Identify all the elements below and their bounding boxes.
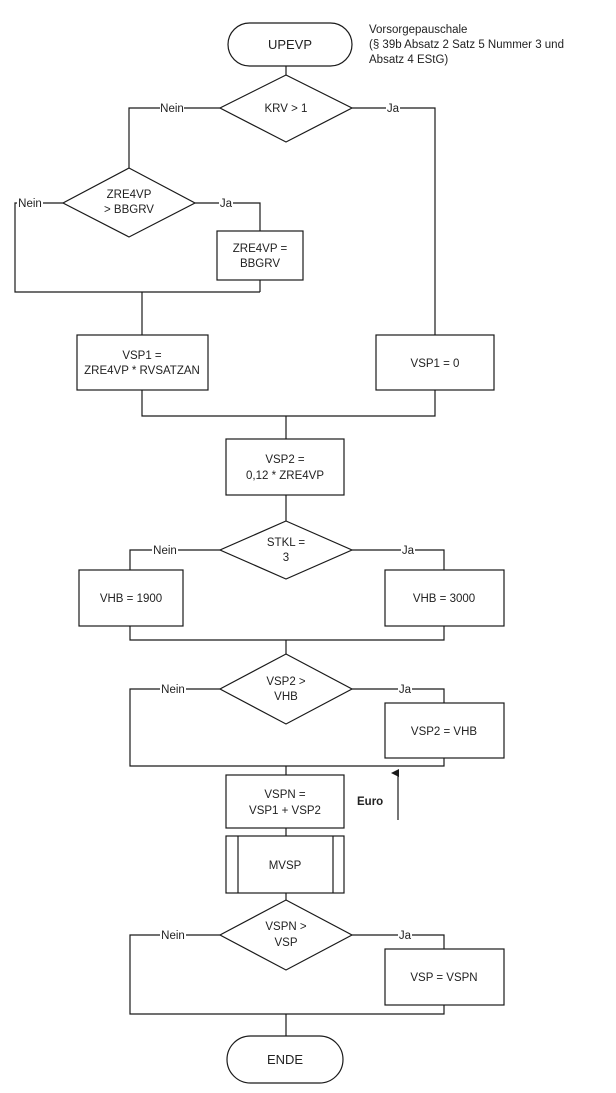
label-krv-yes: Ja bbox=[387, 103, 400, 115]
node-start-text: UPEVP bbox=[268, 37, 312, 52]
node-vsp2-decision-line-1: VSP2 > bbox=[266, 676, 306, 688]
title-note: Vorsorgepauschale (§ 39b Absatz 2 Satz 5… bbox=[369, 24, 564, 66]
edge-stkl-yes bbox=[352, 549, 445, 570]
node-vhb-3000: VHB = 3000 bbox=[384, 569, 505, 627]
node-stkl-decision-line-2: 3 bbox=[283, 552, 289, 564]
label-stkl-yes: Ja bbox=[402, 545, 415, 557]
node-vsp1-zero-text: VSP1 = 0 bbox=[411, 358, 460, 370]
edge-stkl-no bbox=[129, 549, 220, 570]
label-vspndec-yes: Ja bbox=[399, 930, 412, 942]
node-vsp2-decision: VSP2 > VHB bbox=[218, 653, 354, 725]
edge-vsp2dec-yes bbox=[352, 688, 445, 703]
unit-annotation: Euro bbox=[357, 769, 399, 820]
edge-vsp1-merge bbox=[141, 390, 436, 417]
unit-label: Euro bbox=[357, 796, 383, 808]
node-vsp-assign: VSP = VSPN bbox=[384, 948, 505, 1006]
node-vspn-calc-line-2: VSP1 + VSP2 bbox=[249, 805, 321, 817]
node-vspn-calc-line-1: VSPN = bbox=[264, 789, 306, 801]
edge-krv-yes bbox=[352, 107, 436, 335]
node-vhb-3000-text: VHB = 3000 bbox=[413, 593, 475, 605]
title-note-line-3: Absatz 4 EStG) bbox=[369, 54, 448, 66]
node-vsp2-assign-text: VSP2 = VHB bbox=[411, 726, 477, 738]
node-zre4vp-assign: ZRE4VP = BBGRV bbox=[216, 230, 304, 281]
edge-krv-no bbox=[128, 107, 220, 168]
node-zre4vp-assign-line-2: BBGRV bbox=[240, 258, 280, 270]
node-zre4vp-decision-line-2: > BBGRV bbox=[104, 204, 154, 216]
node-vspn-calc: VSPN = VSP1 + VSP2 bbox=[225, 774, 345, 829]
node-stkl-decision: STKL = 3 bbox=[218, 520, 354, 580]
node-end-text: ENDE bbox=[267, 1052, 303, 1067]
label-vsp2dec-no: Nein bbox=[161, 684, 185, 696]
node-vsp-assign-text: VSP = VSPN bbox=[410, 972, 477, 984]
node-vsp1-zero: VSP1 = 0 bbox=[375, 334, 495, 391]
edge-vhb-merge bbox=[129, 626, 445, 641]
node-vhb-1900: VHB = 1900 bbox=[78, 569, 184, 627]
node-vspn-decision-line-2: VSP bbox=[274, 937, 297, 949]
node-mvsp: MVSP bbox=[225, 835, 345, 894]
node-zre4vp-assign-line-1: ZRE4VP = bbox=[233, 243, 288, 255]
node-vsp1-calc-line-2: ZRE4VP * RVSATZAN bbox=[84, 365, 200, 377]
node-vhb-1900-text: VHB = 1900 bbox=[100, 593, 162, 605]
node-vspn-decision-line-1: VSPN > bbox=[265, 921, 307, 933]
node-vsp2-assign: VSP2 = VHB bbox=[384, 702, 505, 759]
node-vsp1-calc: VSP1 = ZRE4VP * RVSATZAN bbox=[76, 334, 209, 391]
label-zre4vp-yes: Ja bbox=[220, 198, 233, 210]
node-vspn-decision: VSPN > VSP bbox=[218, 899, 354, 971]
node-krv-decision: KRV > 1 bbox=[218, 74, 354, 143]
node-vsp2-decision-line-2: VHB bbox=[274, 691, 298, 703]
label-vspndec-no: Nein bbox=[161, 930, 185, 942]
node-vsp2-calc: VSP2 = 0,12 * ZRE4VP bbox=[225, 438, 345, 496]
node-zre4vp-decision: ZRE4VP > BBGRV bbox=[61, 167, 197, 238]
node-stkl-decision-line-1: STKL = bbox=[267, 537, 306, 549]
label-vsp2dec-yes: Ja bbox=[399, 684, 412, 696]
label-stkl-no: Nein bbox=[153, 545, 177, 557]
node-start: UPEVP bbox=[227, 22, 353, 67]
node-vsp2-calc-line-2: 0,12 * ZRE4VP bbox=[246, 470, 324, 482]
label-krv-no: Nein bbox=[160, 103, 184, 115]
edge-vspndec-yes bbox=[352, 934, 445, 949]
title-note-line-1: Vorsorgepauschale bbox=[369, 24, 467, 36]
node-krv-decision-text: KRV > 1 bbox=[265, 103, 308, 115]
edge-zre4vp-yes bbox=[195, 202, 261, 231]
node-zre4vp-decision-line-1: ZRE4VP bbox=[107, 189, 152, 201]
edge-labels: Nein Ja Nein Ja Nein Ja Nein Ja Nein Ja bbox=[17, 100, 415, 942]
node-end: ENDE bbox=[226, 1035, 344, 1084]
node-vsp2-calc-line-1: VSP2 = bbox=[265, 454, 305, 466]
node-mvsp-text: MVSP bbox=[269, 860, 302, 872]
title-note-line-2: (§ 39b Absatz 2 Satz 5 Nummer 3 und bbox=[369, 39, 564, 51]
label-zre4vp-no: Nein bbox=[18, 198, 42, 210]
node-vsp1-calc-line-1: VSP1 = bbox=[122, 350, 162, 362]
